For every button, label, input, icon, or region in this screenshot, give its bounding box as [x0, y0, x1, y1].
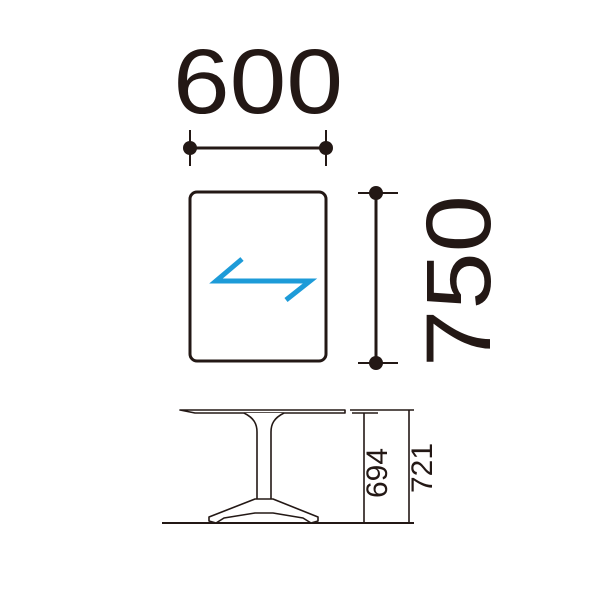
width-dimension: 600	[173, 31, 343, 166]
width-dot-left	[183, 141, 197, 155]
width-label: 600	[173, 31, 343, 133]
depth-dot-bottom	[369, 356, 383, 370]
tabletop-top-view	[188, 190, 328, 363]
width-dot-right	[319, 141, 333, 155]
grain-direction-arrow-icon	[209, 257, 318, 302]
depth-dot-top	[369, 186, 383, 200]
overall-height-label: 721	[406, 443, 439, 493]
table-column	[243, 412, 285, 504]
table-base	[208, 498, 319, 524]
table-side-view	[162, 409, 414, 524]
top-height-label: 694	[361, 448, 394, 498]
height-dimensions: 694 721	[350, 409, 439, 523]
tabletop-outline	[188, 190, 328, 363]
depth-label: 750	[408, 195, 510, 367]
depth-dimension: 750	[358, 186, 510, 370]
tabletop-side-profile	[179, 409, 346, 414]
